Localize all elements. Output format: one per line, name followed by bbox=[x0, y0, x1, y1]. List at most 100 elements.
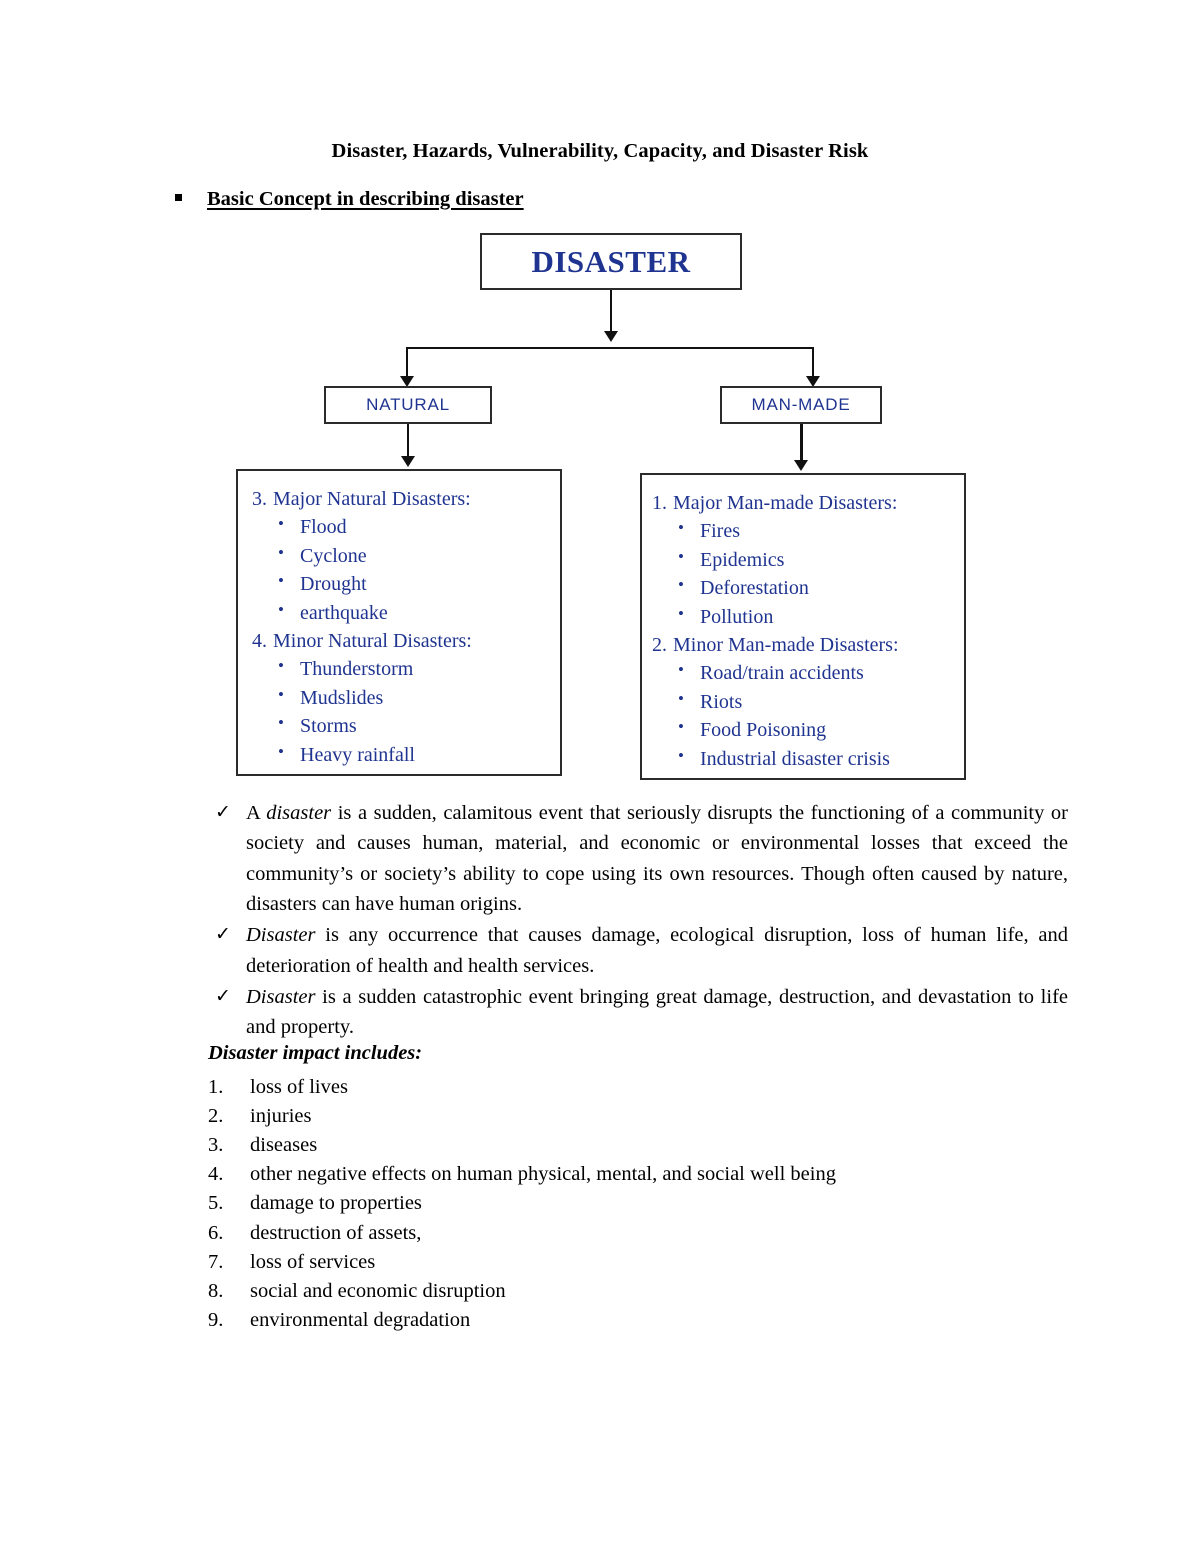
impact-item-text: social and economic disruption bbox=[250, 1279, 506, 1302]
impact-item-text: other negative effects on human physical… bbox=[250, 1163, 836, 1186]
impact-item-number: 3. bbox=[208, 1134, 224, 1157]
impact-item-text: loss of lives bbox=[250, 1076, 348, 1098]
list-item: Thunderstorm bbox=[278, 654, 550, 683]
impact-item-text: damage to properties bbox=[250, 1192, 422, 1215]
list-item: Road/train accidents bbox=[678, 658, 954, 687]
natural-group-minor-label: Minor Natural Disasters: bbox=[273, 629, 472, 652]
list-item: 1. loss of lives bbox=[208, 1073, 1068, 1102]
impact-item-text: diseases bbox=[250, 1134, 318, 1157]
natural-group-minor-number: 4. bbox=[252, 629, 267, 652]
list-item: 3. diseases bbox=[208, 1131, 1068, 1160]
impact-item-text: loss of services bbox=[250, 1250, 376, 1273]
definition-item: ✓ Disaster is a sudden catastrophic event… bbox=[210, 982, 1068, 1043]
impact-item-number: 1. bbox=[208, 1076, 224, 1098]
list-item: Flood bbox=[278, 512, 550, 541]
list-item: Industrial disaster crisis bbox=[678, 744, 954, 773]
check-icon: ✓ bbox=[215, 923, 231, 946]
connector-left-vertical bbox=[406, 347, 408, 379]
definition-rest: is any occurrence that causes damage, ec… bbox=[246, 924, 1068, 977]
connector-left-arrowhead-icon bbox=[400, 376, 414, 387]
list-item: Heavy rainfall bbox=[278, 740, 550, 769]
impact-item-number: 8. bbox=[208, 1279, 224, 1302]
section-heading: Basic Concept in describing disaster bbox=[175, 188, 524, 211]
list-item: 2. injuries bbox=[208, 1102, 1068, 1131]
diagram-node-natural-label: NATURAL bbox=[366, 395, 450, 414]
check-icon: ✓ bbox=[215, 801, 231, 823]
disaster-classification-diagram: DISASTER NATURAL MAN-MADE 3.Major bbox=[0, 228, 1200, 788]
connector-root-vertical bbox=[610, 290, 612, 333]
section-heading-label: Basic Concept in describing disaster bbox=[207, 188, 524, 210]
list-item: Cyclone bbox=[278, 541, 550, 570]
impact-item-number: 5. bbox=[208, 1192, 224, 1215]
list-item: 8. social and economic disruption bbox=[208, 1277, 1068, 1306]
list-item: Drought bbox=[278, 569, 550, 598]
definition-rest: is a sudden, calamitous event that serio… bbox=[246, 802, 1068, 915]
square-bullet-icon bbox=[175, 194, 182, 201]
impact-item-number: 7. bbox=[208, 1250, 224, 1273]
natural-group-major: 3. Major Natural Disasters: Flood Cyclone… bbox=[252, 485, 550, 627]
manmade-disasters-box: 1. Major Man-made Disasters: Fires Epidem… bbox=[640, 473, 966, 780]
natural-group-major-heading: 3. Major Natural Disasters: bbox=[252, 485, 550, 513]
diagram-node-disaster: DISASTER bbox=[480, 233, 742, 290]
manmade-group-minor-heading: 2. Minor Man-made Disasters: bbox=[652, 631, 954, 659]
manmade-group-minor-label: Minor Man-made Disasters: bbox=[673, 633, 899, 656]
list-item: 4. other negative effects on human physic… bbox=[208, 1160, 1068, 1189]
connector-root-arrowhead-icon bbox=[604, 331, 618, 342]
manmade-group-major-heading: 1. Major Man-made Disasters: bbox=[652, 489, 954, 517]
connector-natural-vertical bbox=[407, 424, 409, 458]
natural-group-major-label: Major Natural Disasters: bbox=[273, 488, 471, 510]
definition-lead: A bbox=[246, 802, 267, 824]
impact-item-number: 6. bbox=[208, 1221, 224, 1244]
definition-item: ✓ Disaster is any occurrence that causes … bbox=[210, 920, 1068, 981]
impact-item-number: 2. bbox=[208, 1105, 224, 1128]
list-item: 9. environmental degradation bbox=[208, 1306, 1068, 1335]
list-item: Storms bbox=[278, 711, 550, 740]
list-item: Mudslides bbox=[278, 683, 550, 712]
definition-item: ✓ A disaster is a sudden, calamitous even… bbox=[210, 798, 1068, 919]
check-icon: ✓ bbox=[215, 984, 231, 1007]
connector-split-horizontal bbox=[406, 347, 814, 349]
list-item: Riots bbox=[678, 687, 954, 716]
connector-manmade-vertical bbox=[800, 424, 803, 462]
manmade-group-major-label: Major Man-made Disasters: bbox=[673, 492, 898, 514]
list-item: 7. loss of services bbox=[208, 1248, 1068, 1277]
connector-right-vertical bbox=[812, 347, 814, 379]
list-item: 5. damage to properties bbox=[208, 1189, 1068, 1218]
disaster-definitions-list: ✓ A disaster is a sudden, calamitous even… bbox=[210, 798, 1068, 1044]
connector-manmade-arrowhead-icon bbox=[794, 460, 808, 471]
impact-item-number: 9. bbox=[208, 1308, 224, 1331]
list-item: Food Poisoning bbox=[678, 715, 954, 744]
impact-item-text: environmental degradation bbox=[250, 1308, 471, 1331]
definition-rest: is a sudden catastrophic event bringing … bbox=[246, 985, 1068, 1039]
natural-group-minor-heading: 4. Minor Natural Disasters: bbox=[252, 627, 550, 655]
diagram-node-manmade: MAN-MADE bbox=[720, 386, 882, 424]
manmade-minor-items: Road/train accidents Riots Food Poisonin… bbox=[652, 658, 954, 773]
manmade-major-items: Fires Epidemics Deforestation Pollution bbox=[652, 516, 954, 631]
manmade-group-minor-number: 2. bbox=[652, 633, 667, 656]
list-item: Fires bbox=[678, 516, 954, 545]
impact-item-text: destruction of assets, bbox=[250, 1221, 422, 1244]
manmade-group-major-number: 1. bbox=[652, 492, 667, 514]
manmade-group-minor: 2. Minor Man-made Disasters: Road/train a… bbox=[652, 631, 954, 773]
list-item: Pollution bbox=[678, 602, 954, 631]
definition-emphasis: Disaster bbox=[246, 924, 316, 947]
impact-item-text: injuries bbox=[250, 1105, 312, 1128]
natural-minor-items: Thunderstorm Mudslides Storms Heavy rain… bbox=[252, 654, 550, 769]
definition-emphasis: Disaster bbox=[246, 985, 316, 1008]
natural-group-major-number: 3. bbox=[252, 488, 267, 510]
natural-disasters-box: 3. Major Natural Disasters: Flood Cyclone… bbox=[236, 469, 562, 776]
list-item: earthquake bbox=[278, 598, 550, 627]
manmade-group-major: 1. Major Man-made Disasters: Fires Epidem… bbox=[652, 489, 954, 631]
connector-natural-arrowhead-icon bbox=[401, 456, 415, 467]
page-title: Disaster, Hazards, Vulnerability, Capaci… bbox=[331, 140, 869, 162]
natural-group-minor: 4. Minor Natural Disasters: Thunderstorm … bbox=[252, 627, 550, 769]
definition-emphasis: disaster bbox=[266, 802, 332, 824]
diagram-node-manmade-label: MAN-MADE bbox=[751, 395, 851, 414]
impact-list: 1. loss of lives 2. injuries 3. diseases 4.… bbox=[208, 1073, 1068, 1335]
impact-section-title: Disaster impact includes: bbox=[208, 1042, 423, 1064]
diagram-node-disaster-label: DISASTER bbox=[531, 243, 691, 279]
diagram-node-natural: NATURAL bbox=[324, 386, 492, 424]
natural-major-items: Flood Cyclone Drought earthquake bbox=[252, 512, 550, 627]
impact-item-number: 4. bbox=[208, 1163, 224, 1186]
